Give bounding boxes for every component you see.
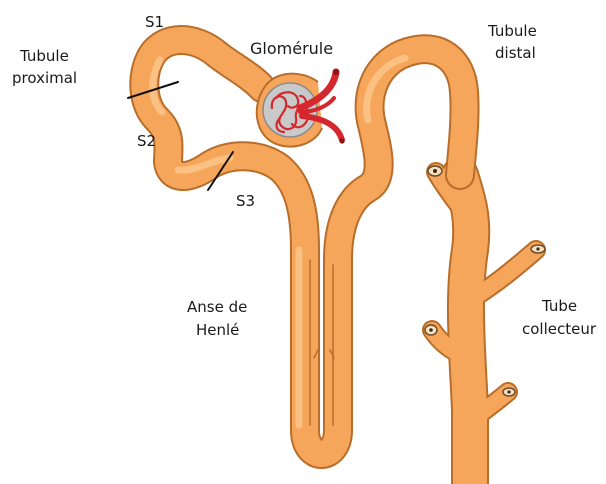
label-tubule-proximal: Tubule proximal [12,47,77,87]
glomerulus [257,69,345,147]
label-anse-de-henle: Anse de Henlé [187,298,252,339]
label-tubule-distal: Tubule distal [487,22,542,62]
label-glomerule: Glomérule [250,39,333,58]
label-s3: S3 [236,192,255,210]
label-s1: S1 [145,13,164,31]
label-s2: S2 [137,132,156,150]
label-tube-collecteur: Tube collecteur [522,297,597,338]
